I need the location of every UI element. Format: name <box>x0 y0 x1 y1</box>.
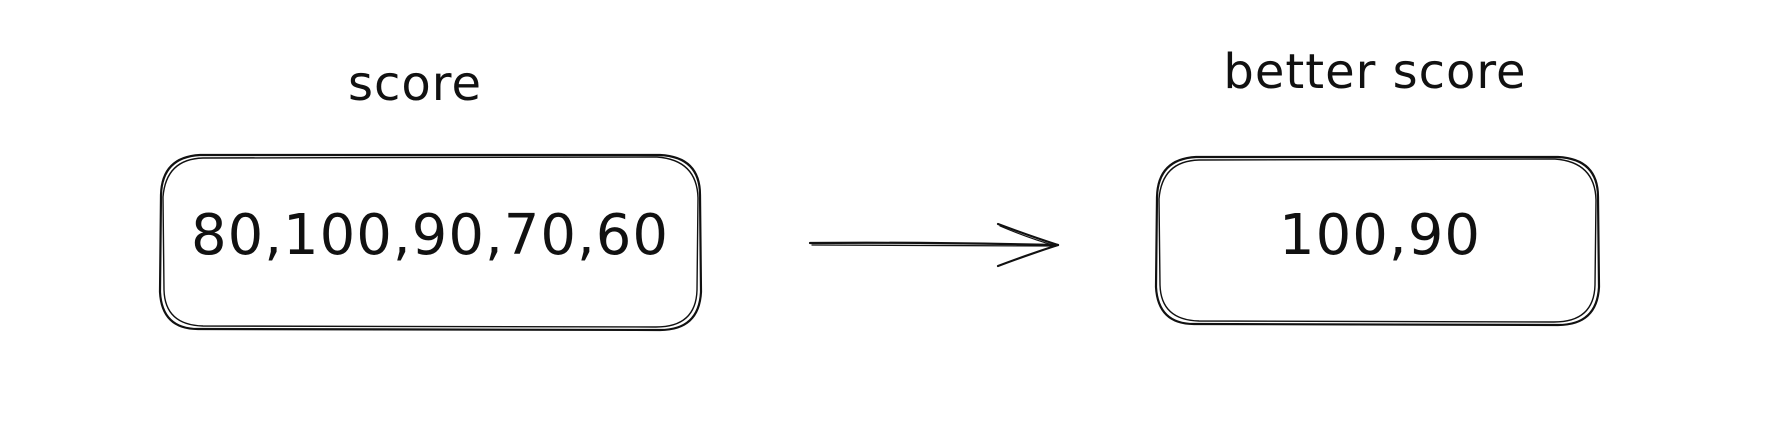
right-node-box <box>1154 155 1601 327</box>
left-node-title: score <box>348 56 482 112</box>
arrow-connector <box>808 222 1060 268</box>
right-node-value: 100,90 <box>1279 203 1481 268</box>
right-node-title: better score <box>1223 44 1527 100</box>
left-node-value: 80,100,90,70,60 <box>190 203 670 268</box>
left-node-box <box>158 153 703 332</box>
